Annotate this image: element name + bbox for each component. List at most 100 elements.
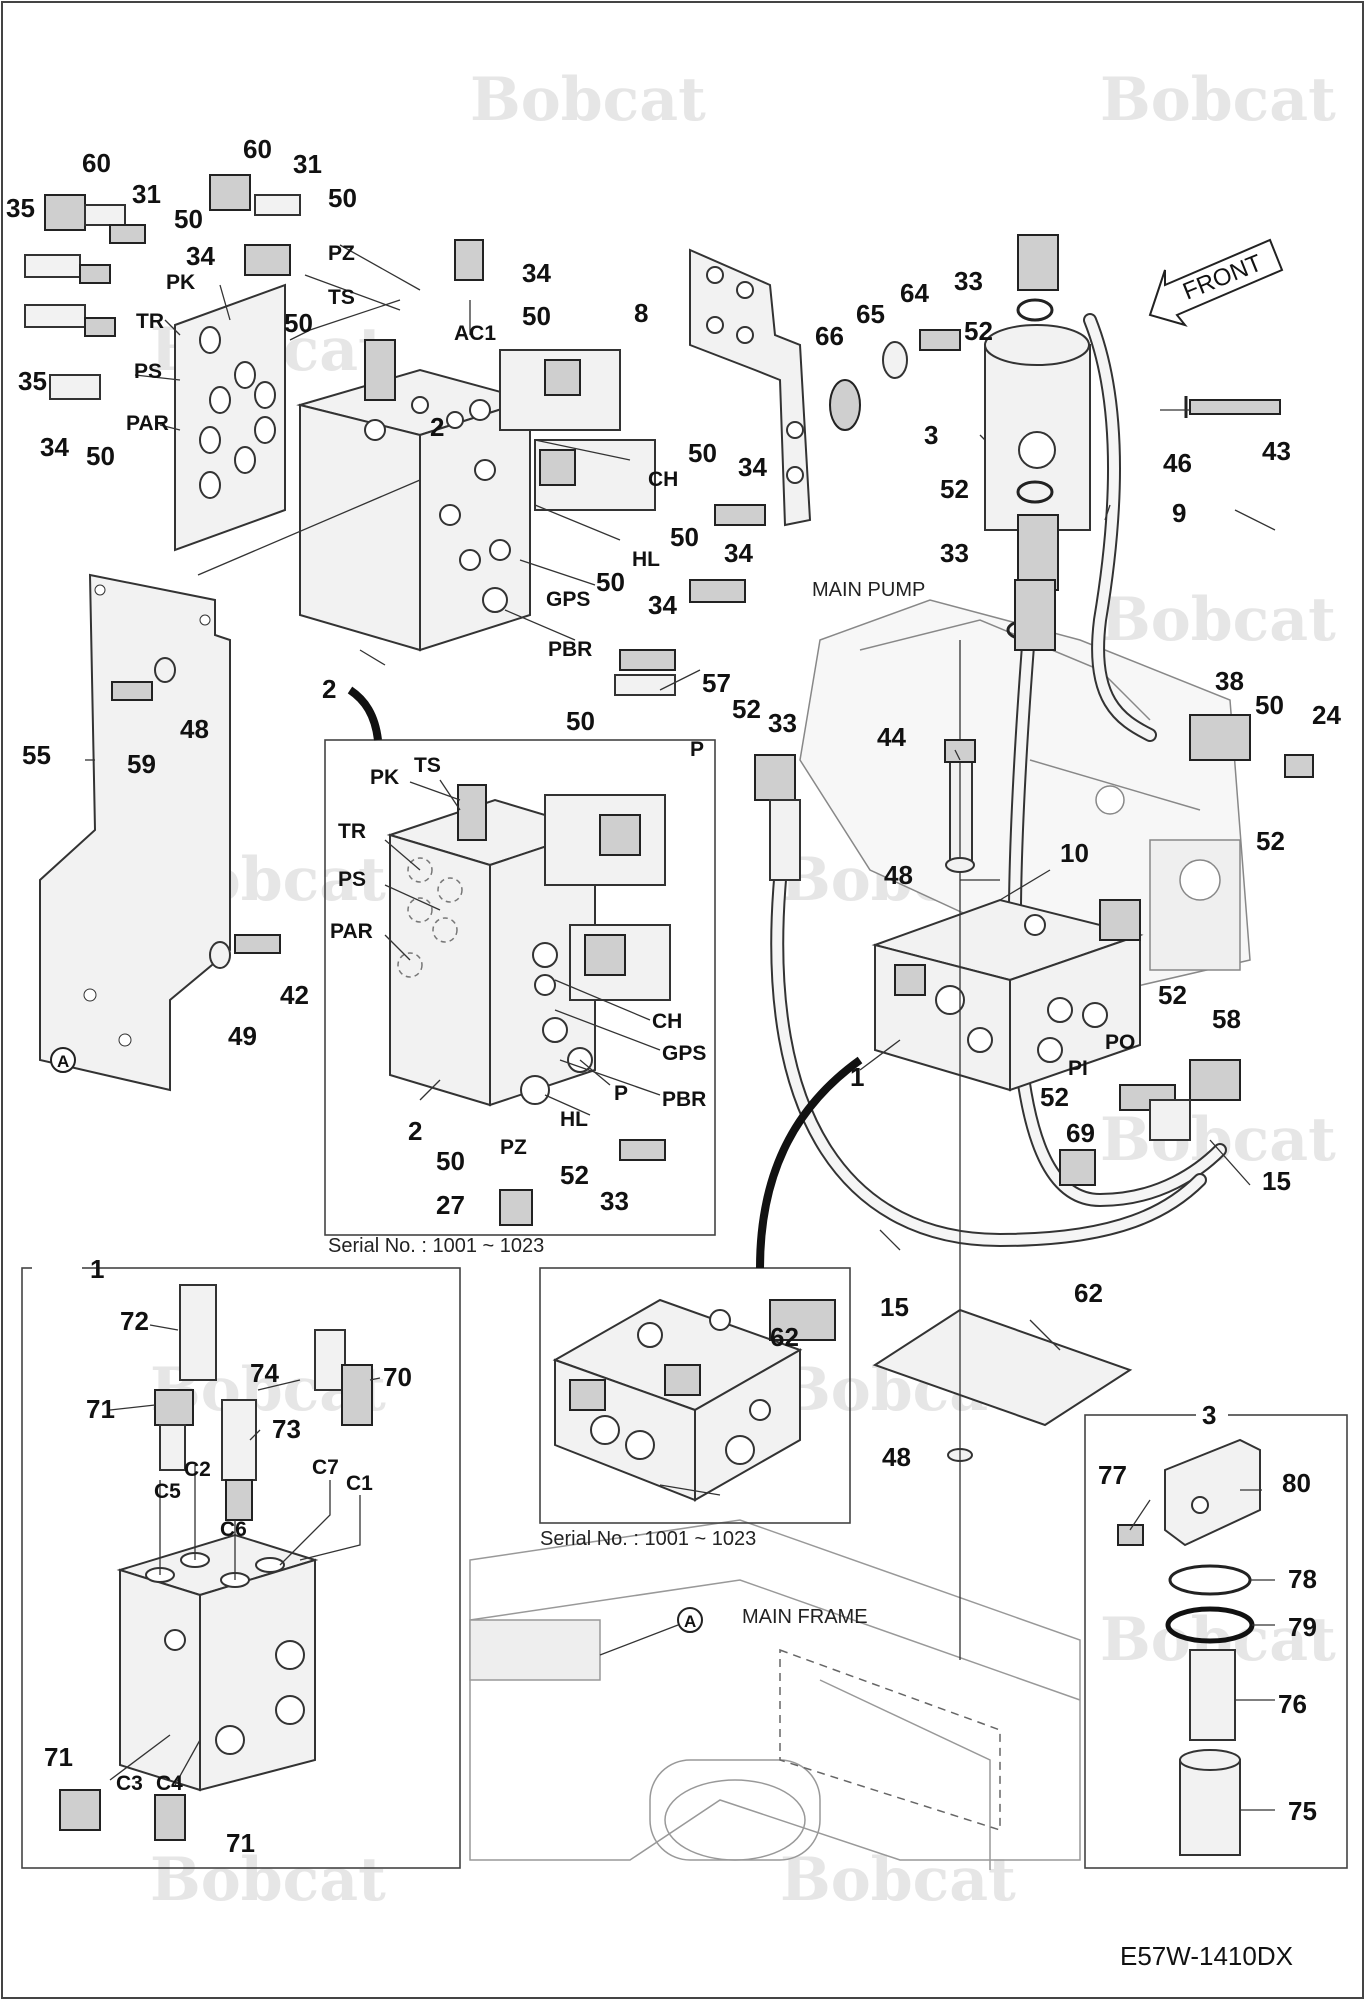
bracket-plate-55: [39, 573, 231, 1092]
label-64: 64: [900, 278, 929, 308]
label-62: 62: [1074, 1278, 1103, 1308]
label-1: 1: [850, 1062, 864, 1092]
label-2: 2: [322, 674, 336, 704]
inset-port-gps: GPS: [662, 1042, 706, 1065]
fittings-right: [614, 504, 1314, 881]
label-48: 48: [180, 714, 209, 744]
inset-62-valve: [552, 1298, 836, 1502]
label-52: 52: [1040, 1082, 1069, 1112]
label-48: 48: [882, 1442, 911, 1472]
label-34: 34: [186, 241, 215, 271]
callout-pointer: [756, 1056, 863, 1269]
label-31: 31: [132, 179, 161, 209]
inset-1-labels: 1 72 71 74 70 73 C2 C5 C7 C1 C6 71 C3 C4…: [32, 1254, 412, 1858]
watermark-text: Bobcat: [1100, 585, 1336, 655]
label-58: 58: [1212, 1004, 1241, 1034]
inset-port-pk: PK: [370, 766, 399, 789]
bolt-43: [1189, 399, 1281, 415]
inset-1-label-c4: C4: [156, 1772, 183, 1795]
port-label-pi: PI: [1068, 1057, 1088, 1080]
label-52: 52: [1256, 826, 1285, 856]
port-label-hl: HL: [632, 548, 660, 571]
inset-port-hl: HL: [560, 1108, 588, 1131]
serial-note: Serial No. : 1001 ~ 1023: [540, 1528, 756, 1550]
label-38: 38: [1215, 666, 1244, 696]
leader-lines: [85, 244, 1276, 1811]
label-60: 60: [82, 148, 111, 178]
label-48: 48: [884, 860, 913, 890]
inset-port-pbr: PBR: [662, 1088, 706, 1111]
inset-1-label-c2: C2: [184, 1458, 211, 1481]
front-arrow: FRONT: [1148, 238, 1284, 327]
port-label-ac1: AC1: [454, 322, 496, 345]
plate-hole: [199, 614, 211, 626]
label-34: 34: [648, 590, 677, 620]
ref-a-leader: [599, 1624, 679, 1656]
inset-label-2: 2: [408, 1116, 422, 1146]
label-50: 50: [522, 301, 551, 331]
inset-port-par: PAR: [330, 920, 373, 943]
inset-1-box: [21, 1267, 461, 1869]
inset-port-ts: TS: [414, 754, 441, 777]
label-50: 50: [688, 438, 717, 468]
watermark-text: Bobcat: [470, 65, 706, 135]
serial-note: Serial No. : 1001 ~ 1023: [328, 1235, 544, 1257]
port-label-ts: TS: [328, 286, 355, 309]
inset-1-label-71: 71: [86, 1394, 115, 1424]
port-holes: [199, 326, 276, 499]
fittings-top-left: [24, 174, 484, 400]
washer-65: [882, 341, 908, 379]
port-label-ps: PS: [134, 360, 162, 383]
inset-1-label-c1: C1: [346, 1472, 373, 1495]
main-number-labels: 60 31 35 50 60 31 50 34 50 34 50 35 34 5…: [6, 134, 1341, 1472]
leader: [289, 299, 401, 341]
inset-1-label-73: 73: [272, 1414, 301, 1444]
label-50: 50: [596, 567, 625, 597]
inset-label-52: 52: [560, 1160, 589, 1190]
label-66: 66: [815, 321, 844, 351]
label-42: 42: [280, 980, 309, 1010]
label-34: 34: [738, 452, 767, 482]
label-46: 46: [1163, 448, 1192, 478]
label-60: 60: [243, 134, 272, 164]
port-label-par: PAR: [126, 412, 169, 435]
label-50: 50: [670, 522, 699, 552]
inset-port-ch: CH: [652, 1010, 682, 1033]
label-15: 15: [1262, 1166, 1291, 1196]
plate-hole: [83, 988, 97, 1002]
inset-3-label-75: 75: [1288, 1796, 1317, 1826]
inset-port-pz: PZ: [500, 1136, 527, 1159]
port-label-po: PO: [1105, 1031, 1135, 1054]
label-49: 49: [228, 1021, 257, 1051]
washer-49: [209, 941, 231, 969]
inset-1-leader-lines: [109, 1324, 381, 1786]
pad-outline-dashed: [779, 1648, 1001, 1832]
label-33: 33: [768, 708, 797, 738]
label-52: 52: [732, 694, 761, 724]
label-50: 50: [284, 308, 313, 338]
port-label-pbr: PBR: [548, 638, 592, 661]
ref-a-label: A: [57, 1052, 69, 1071]
port-label-pk: PK: [166, 271, 195, 294]
port-label-pz: PZ: [328, 242, 355, 265]
inset-valve-2-leader-lines: [384, 779, 661, 1116]
bolt-42: [234, 934, 281, 954]
port-label-p: P: [690, 738, 704, 761]
label-31: 31: [293, 149, 322, 179]
inset-1-label-71: 71: [226, 1828, 255, 1858]
inset-3-label-78: 78: [1288, 1564, 1317, 1594]
label-35: 35: [18, 366, 47, 396]
valve-block-10: [871, 898, 1144, 1092]
label-33: 33: [940, 538, 969, 568]
inset-label-62: 62: [770, 1322, 799, 1352]
label-2: 2: [430, 412, 444, 442]
inset-label-27: 27: [436, 1190, 465, 1220]
washer-48: [154, 657, 176, 683]
label-44: 44: [877, 722, 906, 752]
bolt-44-head: [944, 739, 976, 763]
watermark-text: Bobcat: [150, 1845, 386, 1915]
ref-a-circle: [677, 1607, 703, 1633]
label-50: 50: [1255, 690, 1284, 720]
label-34: 34: [40, 432, 69, 462]
